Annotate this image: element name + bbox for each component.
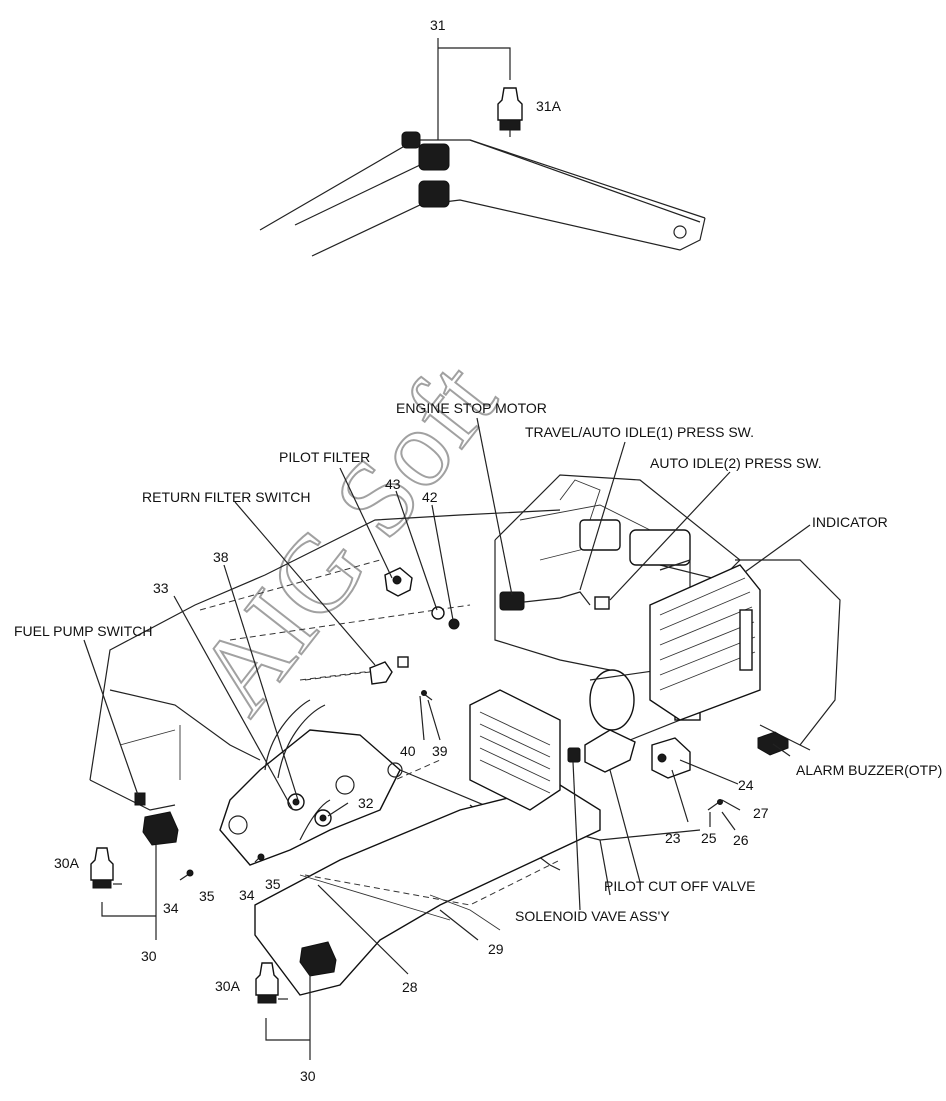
work-lamp-lower [418,180,450,208]
part-num-32: 32 [358,795,374,811]
label-indicator: INDICATOR [812,514,888,530]
part-num-27: 27 [753,805,769,821]
label-auto-idle-2: AUTO IDLE(2) PRESS SW. [650,455,822,471]
part-num-24: 24 [738,777,754,793]
label-engine-stop-motor: ENGINE STOP MOTOR [396,400,547,416]
label-fuel-pump-switch: FUEL PUMP SWITCH [14,623,152,639]
part-num-42: 42 [422,489,438,505]
part-num-38: 38 [213,549,229,565]
part-num-34-mid: 34 [239,887,255,903]
part-num-40: 40 [400,743,416,759]
bulb-30a-left [90,847,122,889]
label-alarm-buzzer: ALARM BUZZER(OTP) [796,762,942,778]
part-numbers: 43 42 38 33 40 39 32 24 27 23 25 26 30A … [54,476,769,1084]
bulb-30a-bottom [255,962,288,1004]
part-num-33: 33 [153,580,169,596]
label-pilot-filter: PILOT FILTER [279,449,370,465]
indicator-module [651,737,691,779]
part-num-31a: 31A [536,98,562,114]
boom-assembly: 31 31A [259,17,706,257]
label-travel-auto-idle-1: TRAVEL/AUTO IDLE(1) PRESS SW. [525,424,754,440]
part-num-26: 26 [733,832,749,848]
callout-labels: ENGINE STOP MOTOR TRAVEL/AUTO IDLE(1) PR… [14,400,942,924]
part-num-25: 25 [701,830,717,846]
part-num-29: 29 [488,941,504,957]
part-num-23: 23 [665,830,681,846]
label-return-filter-switch: RETURN FILTER SWITCH [142,489,311,505]
work-lamp-30-bottom [299,941,337,977]
bulb-31a [497,87,523,137]
label-solenoid-valve-assy: SOLENOID VAVE ASS'Y [515,908,670,924]
part-num-35-left: 35 [199,888,215,904]
part-num-35-mid: 35 [265,876,281,892]
part-num-39: 39 [432,743,448,759]
label-pilot-cut-off-valve: PILOT CUT OFF VALVE [604,878,755,894]
engine-assembly [469,474,789,811]
part-num-34-left: 34 [163,900,179,916]
return-filter-switch [369,661,393,685]
lamps-left [90,792,337,1060]
solenoid-valve-assy [567,747,581,763]
leader-lines [83,417,811,975]
part-num-30a-bottom: 30A [215,978,241,994]
pins-32 [287,793,332,827]
pilot-filter-parts [304,567,460,701]
auto-idle-2-press-sw [594,596,610,610]
work-lamp-upper [418,143,450,171]
part-num-30-bottom: 30 [300,1068,316,1084]
watermark-text: AIG Soft [173,339,519,734]
part-num-43: 43 [385,476,401,492]
fuel-pump-switch [134,792,146,806]
part-num-30a-left: 30A [54,855,80,871]
watermark: AIG Soft [172,338,520,735]
upper-frame [89,509,841,996]
part-num-28: 28 [402,979,418,995]
part-num-31: 31 [430,17,446,33]
part-num-30-left: 30 [141,948,157,964]
work-lamp-30-left [142,811,179,846]
pilot-cut-off-valve [584,729,636,773]
